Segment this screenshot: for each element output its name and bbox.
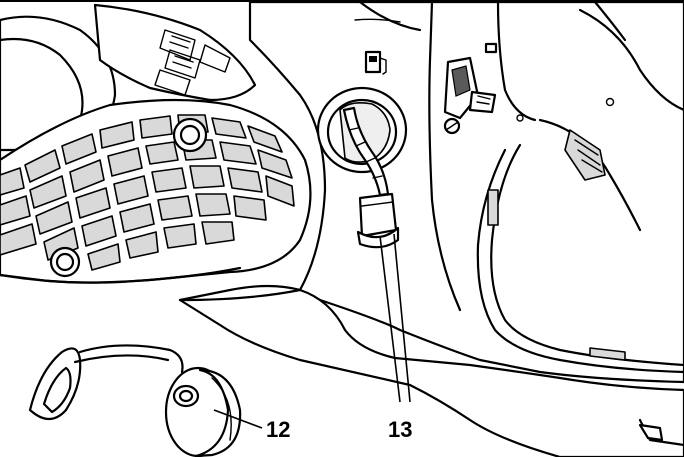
fuel-cap [28, 344, 242, 457]
machine-housing [178, 0, 684, 457]
throttle-lever [443, 42, 498, 135]
fuel-symbol-icon [364, 50, 387, 75]
fuel-filler-neck [316, 86, 408, 174]
leader-line-13-b [393, 233, 411, 403]
leader-line-12 [213, 409, 263, 429]
callout-12: 12 [213, 409, 290, 442]
fuel-filter [342, 106, 400, 249]
callout-label-13: 13 [388, 417, 412, 442]
callout-label-12: 12 [266, 417, 290, 442]
callout-13: 13 [379, 233, 412, 442]
air-intake-grille [0, 3, 312, 284]
leader-line-13-a [379, 235, 401, 403]
